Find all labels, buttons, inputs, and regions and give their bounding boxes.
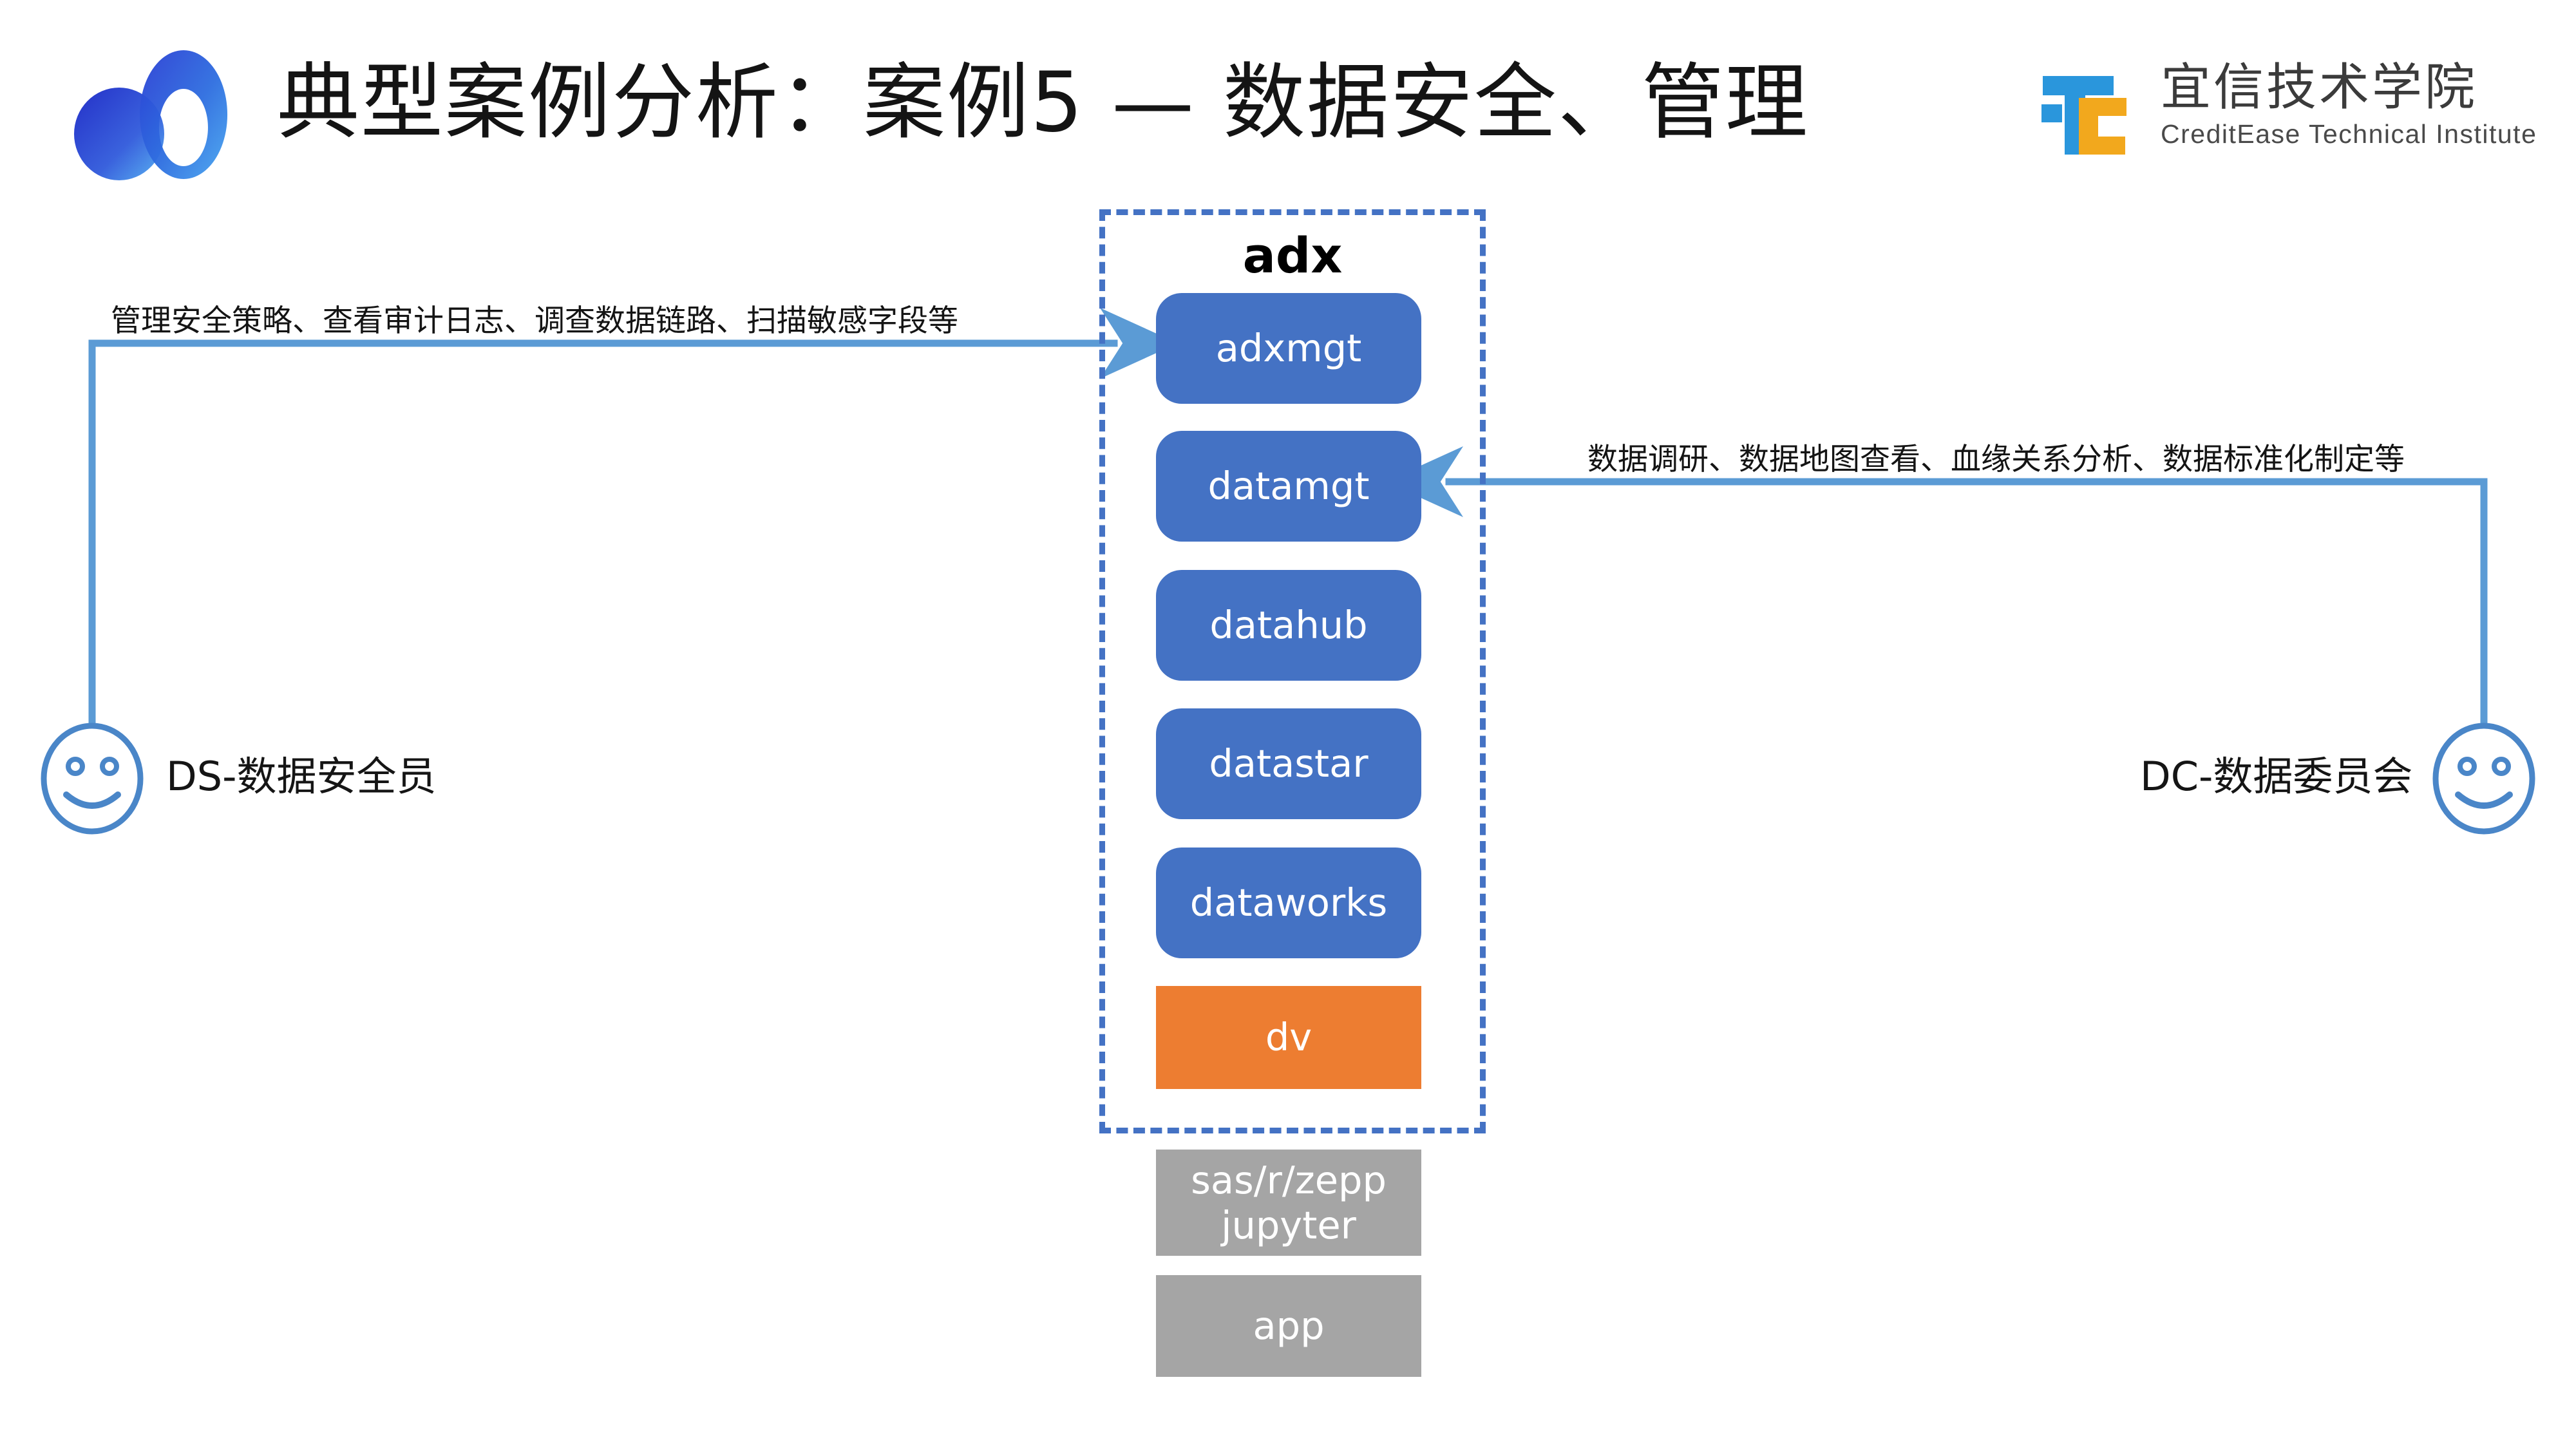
stack-box-datastar[interactable]: datastar: [1156, 708, 1421, 819]
actor-label-dc: DC-数据委员会: [2140, 753, 2413, 800]
actor-label-ds: DS-数据安全员: [166, 753, 437, 800]
actor-smiley-icon-dc[interactable]: [2432, 723, 2536, 835]
slide-header: 典型案例分析：案例5 — 数据安全、管理 宜信技术学院 CreditEase T…: [0, 0, 2576, 193]
stack-box-dataworks[interactable]: dataworks: [1156, 848, 1421, 958]
adx-boundary: [1099, 209, 1486, 1133]
stack-box-datahub[interactable]: datahub: [1156, 570, 1421, 681]
stack-box-sas-line1: sas/r/zepp: [1191, 1157, 1387, 1202]
stack-box-sas-jupyter[interactable]: sas/r/zepp jupyter: [1156, 1150, 1421, 1256]
page-title: 典型案例分析：案例5 — 数据安全、管理: [277, 55, 1809, 151]
institute-logo: 宜信技术学院 CreditEase Technical Institute: [2029, 58, 2544, 171]
connector-label-dc: 数据调研、数据地图查看、血缘关系分析、数据标准化制定等: [1587, 442, 2405, 477]
stack-box-dv[interactable]: dv: [1156, 986, 1421, 1089]
stack-box-sas-line2: jupyter: [1221, 1202, 1356, 1247]
stack-box-adxmgt[interactable]: adxmgt: [1156, 293, 1421, 404]
stack-box-datamgt[interactable]: datamgt: [1156, 431, 1421, 542]
interlocking-circles-logo: [58, 39, 251, 187]
institute-name-cn: 宜信技术学院: [2161, 59, 2478, 117]
adx-title: adx: [1242, 227, 1343, 284]
institute-wordmark: 宜信技术学院 CreditEase Technical Institute: [2161, 58, 2547, 151]
connector-dc-to-datamgt: [1385, 446, 2488, 726]
connector-ds-to-adxmgt: [88, 308, 1178, 726]
institute-name-en: CreditEase Technical Institute: [2161, 119, 2537, 149]
stack-box-app[interactable]: app: [1156, 1275, 1421, 1377]
tc-monogram-icon: [2029, 64, 2145, 164]
connector-label-ds: 管理安全策略、查看审计日志、调查数据链路、扫描敏感字段等: [111, 303, 958, 339]
actor-smiley-icon-ds[interactable]: [40, 723, 144, 835]
